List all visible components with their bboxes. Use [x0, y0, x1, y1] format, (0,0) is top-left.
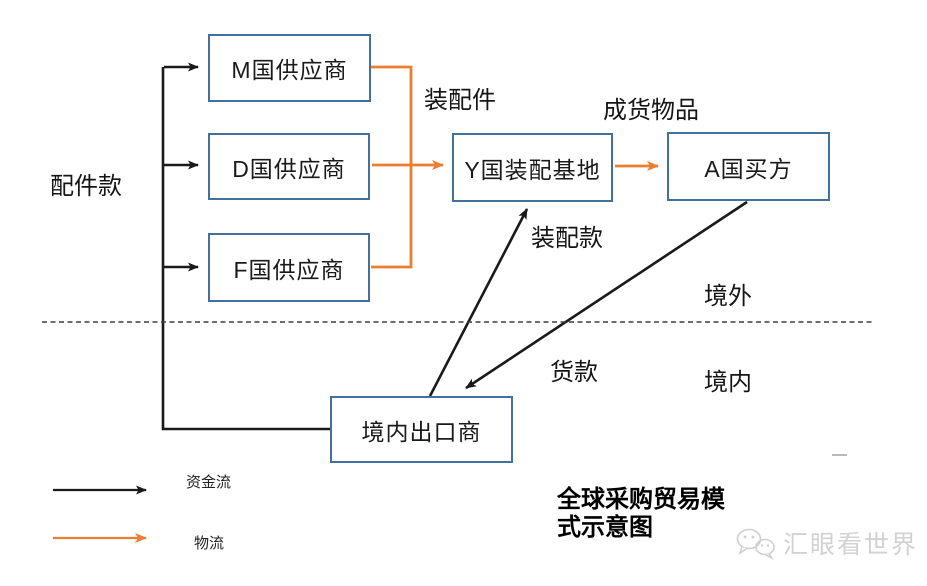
- label-finished-goods: 成货物品: [603, 97, 699, 124]
- node-domestic-exporter-label: 境内出口商: [361, 418, 482, 445]
- logistics-bracket-line: [371, 65, 413, 269]
- label-goods-payment: 货款: [550, 359, 598, 386]
- node-supplier-d-label: D国供应商: [232, 155, 346, 182]
- diagram-title: 全球采购贸易模 式示意图: [557, 486, 725, 541]
- label-assembly-parts: 装配件: [424, 87, 496, 114]
- capital-flow-trunk-line: [161, 67, 330, 431]
- label-overseas: 境外: [704, 283, 752, 310]
- node-supplier-d: D国供应商: [208, 133, 370, 200]
- goods-payment-arrow: [465, 200, 748, 390]
- node-domestic-exporter: 境内出口商: [330, 396, 513, 463]
- node-buyer-label: A国买方: [704, 155, 793, 182]
- wechat-icon: [736, 528, 775, 561]
- node-assembly-base-label: Y国装配基地: [464, 156, 601, 183]
- label-domestic: 境内: [704, 369, 752, 396]
- node-supplier-f: F国供应商: [208, 233, 370, 302]
- node-assembly-base: Y国装配基地: [452, 133, 613, 202]
- node-supplier-m-label: M国供应商: [231, 57, 348, 83]
- watermark: 汇眼看世界: [735, 524, 918, 562]
- assembly-payment-arrow: [428, 208, 529, 397]
- label-parts-payment: 配件款: [50, 173, 122, 200]
- watermark-text: 汇眼看世界: [783, 531, 919, 559]
- legend-capital-flow-label: 资金流: [186, 474, 232, 491]
- legend-logistics-label: 物流: [194, 535, 225, 552]
- node-supplier-f-label: F国供应商: [233, 256, 345, 283]
- node-buyer: A国买方: [667, 132, 830, 201]
- node-supplier-m: M国供应商: [208, 34, 371, 102]
- label-assembly-payment: 装配款: [531, 225, 603, 252]
